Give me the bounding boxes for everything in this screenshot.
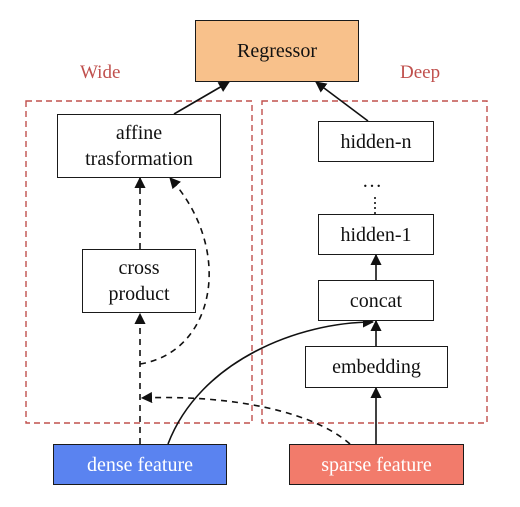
dense-feature-label: dense feature: [86, 453, 194, 476]
sparse-feature-label: sparse feature: [321, 453, 432, 476]
affine-transformation-node: affine trasformation: [57, 114, 221, 178]
sparse-feature-node: sparse feature: [289, 444, 464, 485]
wide-label: Wide: [80, 62, 121, 83]
cross-product-node: cross product: [82, 249, 196, 313]
embedding-label: embedding: [332, 356, 421, 378]
cross-label-line2: product: [108, 283, 170, 305]
embedding-node: embedding: [305, 346, 448, 388]
deep-label: Deep: [400, 62, 441, 83]
hidden-n-node: hidden-n: [318, 121, 434, 162]
cross-label-line1: cross: [118, 257, 160, 279]
affine-label-line1: affine: [115, 122, 163, 144]
concat-node: concat: [318, 280, 434, 321]
edge-dense-to-affine-curve: [139, 177, 210, 365]
concat-label: concat: [349, 289, 403, 312]
edge-affine-to-regressor: [173, 81, 230, 115]
affine-label-line2: trasformation: [85, 148, 193, 170]
layers-ellipsis: …: [362, 170, 382, 192]
wide-group-frame: [25, 100, 253, 424]
hidden-1-label: hidden-1: [340, 223, 412, 246]
deep-group-frame: [261, 100, 488, 424]
regressor-node: Regressor: [195, 20, 359, 82]
regressor-label: Regressor: [237, 40, 317, 62]
edge-sparse-to-dense-path: [140, 391, 351, 445]
edge-hidden-n-to-regressor: [315, 81, 369, 122]
hidden-1-node: hidden-1: [318, 214, 434, 255]
dense-feature-node: dense feature: [53, 444, 227, 485]
hidden-n-label: hidden-n: [340, 130, 412, 153]
edge-dense-to-concat: [167, 316, 375, 445]
